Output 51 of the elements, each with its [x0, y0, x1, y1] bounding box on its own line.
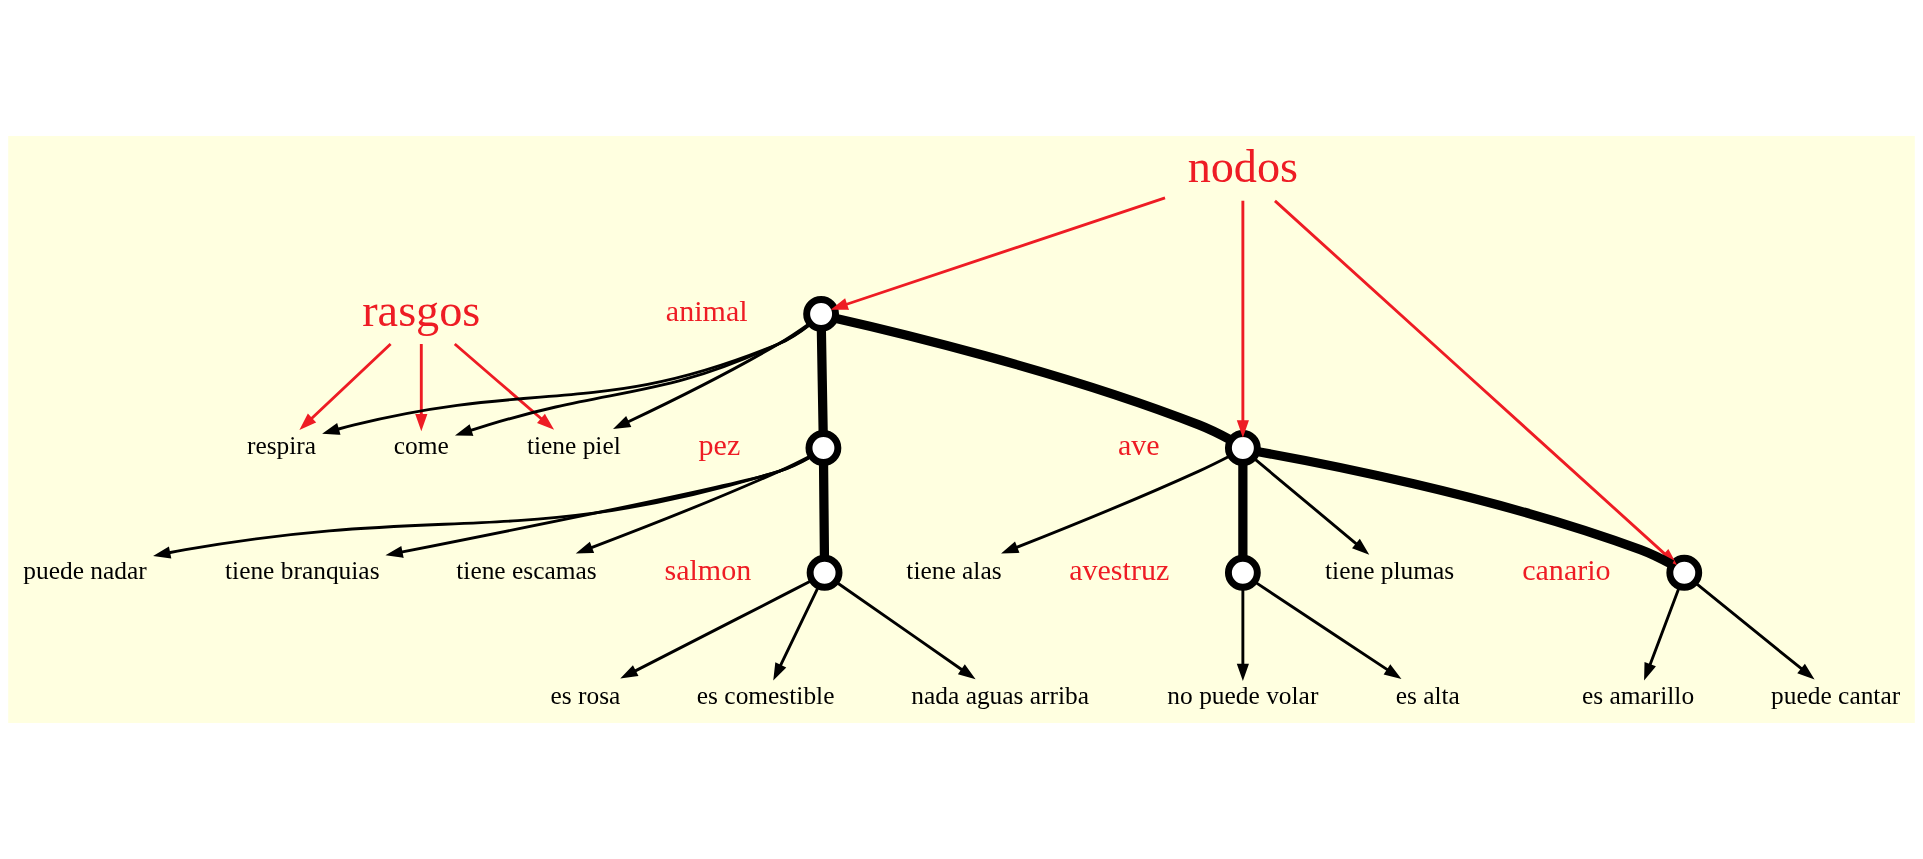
node-label: pez: [698, 428, 741, 462]
arrow: [1694, 581, 1815, 680]
node-circle: [1666, 554, 1703, 591]
arrow: [415, 344, 428, 432]
connector: [818, 462, 830, 559]
arrow: [453, 342, 555, 430]
node-label: salmon: [664, 553, 752, 587]
arrow: [1252, 456, 1370, 555]
node-circle: [1224, 554, 1261, 591]
node-text: tiene piel: [526, 431, 621, 460]
node-text: nada aguas arriba: [911, 681, 1090, 710]
arrow: [773, 585, 820, 681]
node-circle: [806, 554, 843, 591]
node-text: tiene branquias: [225, 556, 380, 585]
arrow: [1253, 580, 1402, 679]
node-circle: [805, 430, 842, 466]
arrow: [835, 580, 976, 680]
arrow: [153, 455, 813, 559]
node-text: tiene plumas: [1325, 556, 1455, 585]
arrow: [1236, 200, 1249, 438]
node-text: rasgos: [362, 284, 481, 336]
connector: [816, 328, 828, 434]
arrow: [454, 322, 812, 436]
arrow: [322, 322, 812, 435]
node-circle: [803, 296, 839, 332]
arrow: [1001, 454, 1231, 554]
node-text: no puede volar: [1167, 681, 1319, 710]
arrow: [1644, 586, 1681, 681]
connector: [1238, 462, 1248, 558]
node-text: come: [393, 431, 449, 460]
arrow: [620, 579, 813, 679]
node-text: es comestible: [696, 681, 835, 710]
node-text: respira: [246, 431, 317, 460]
node-label: animal: [665, 294, 748, 328]
arrow: [830, 196, 1166, 310]
connector: [834, 313, 1233, 444]
node-circle: [1224, 430, 1261, 466]
node-text: tiene escamas: [456, 556, 597, 585]
arrow: [299, 342, 392, 430]
arrow: [1236, 587, 1249, 682]
node-label: canario: [1522, 553, 1611, 587]
node-text: es alta: [1395, 681, 1460, 710]
node-text: es amarillo: [1581, 681, 1695, 710]
node-text: es rosa: [550, 681, 621, 710]
connector: [1256, 447, 1675, 569]
node-text: puede nadar: [23, 556, 147, 585]
node-text: puede cantar: [1771, 681, 1901, 710]
node-label: ave: [1118, 428, 1160, 462]
node-text: tiene alas: [906, 556, 1002, 585]
node-label: avestruz: [1069, 553, 1170, 587]
node-text: nodos: [1187, 141, 1299, 193]
